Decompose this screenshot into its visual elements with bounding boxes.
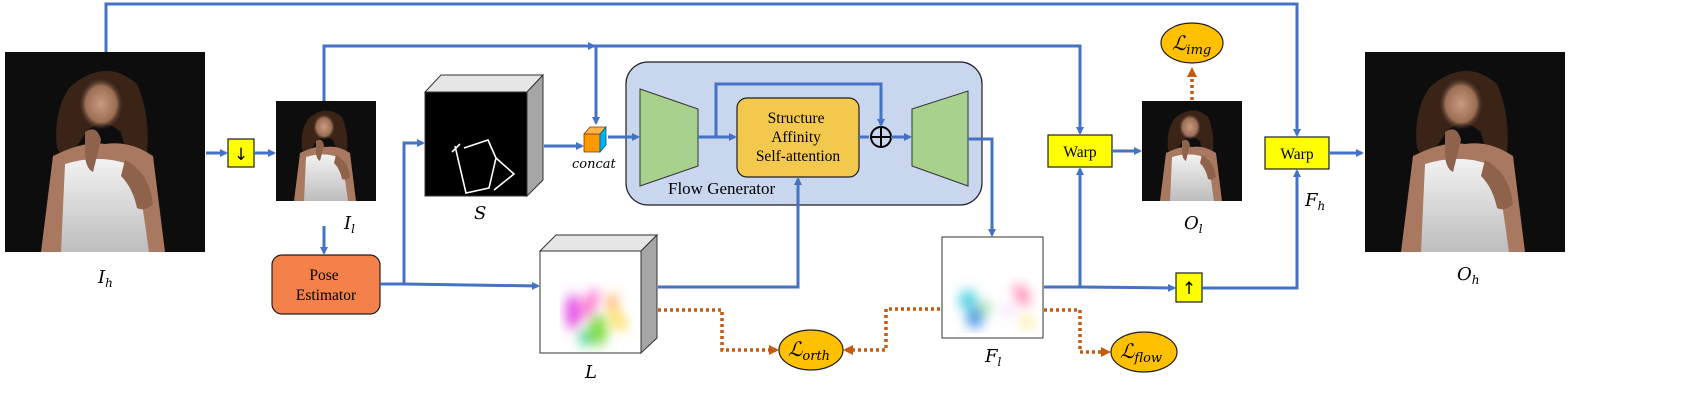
upsample-block bbox=[1175, 272, 1203, 303]
label-F-l: Fl bbox=[984, 346, 1002, 369]
svg-text:ℒflow: ℒflow bbox=[1120, 339, 1162, 366]
svg-text:ℒimg: ℒimg bbox=[1172, 31, 1211, 58]
encoder-trapezoid bbox=[639, 88, 699, 187]
concat-icon bbox=[583, 125, 607, 154]
label-O-h: Oh bbox=[1457, 264, 1480, 287]
input-low-res-image bbox=[276, 101, 376, 201]
limb-map-cube bbox=[538, 233, 659, 355]
flow-generator-label: Flow Generator bbox=[668, 179, 776, 198]
label-F-h: Fh bbox=[1304, 190, 1325, 213]
downsample-arrow-icon: ↓ bbox=[234, 145, 248, 165]
warp-high-label: Warp bbox=[1280, 146, 1313, 163]
data-flow-arrows bbox=[104, 2, 1364, 292]
orthogonal-loss: ℒorth bbox=[778, 329, 844, 371]
output-high-res-image bbox=[1365, 52, 1565, 252]
label-I-h: Ih bbox=[97, 267, 113, 290]
warp-high-block bbox=[1264, 136, 1330, 170]
label-L: L bbox=[584, 362, 597, 383]
decoder-trapezoid bbox=[911, 90, 969, 187]
image-loss: ℒimg bbox=[1160, 22, 1224, 64]
low-res-flow-map bbox=[941, 236, 1044, 339]
label-O-l: Ol bbox=[1184, 213, 1203, 236]
add-operator-icon bbox=[870, 126, 892, 148]
warp-low-label: Warp bbox=[1063, 144, 1096, 161]
structure-affinity-label: Structure Affinity Self-attention bbox=[756, 110, 841, 165]
pose-estimator-block bbox=[271, 254, 381, 315]
svg-text:ℒorth: ℒorth bbox=[788, 337, 830, 364]
upsample-arrow-icon: ↑ bbox=[1182, 279, 1196, 299]
output-low-res-image bbox=[1142, 101, 1242, 201]
label-I-l: Il bbox=[343, 213, 355, 236]
structure-map-cube bbox=[423, 73, 545, 198]
input-high-res-image bbox=[5, 52, 205, 252]
downsample-block bbox=[227, 138, 255, 168]
label-S: S bbox=[474, 203, 486, 224]
flow-loss: ℒflow bbox=[1110, 331, 1178, 373]
pose-estimator-label: Pose Estimator bbox=[296, 267, 357, 304]
loss-arrows bbox=[658, 67, 1197, 357]
concat-label: concat bbox=[572, 157, 617, 172]
